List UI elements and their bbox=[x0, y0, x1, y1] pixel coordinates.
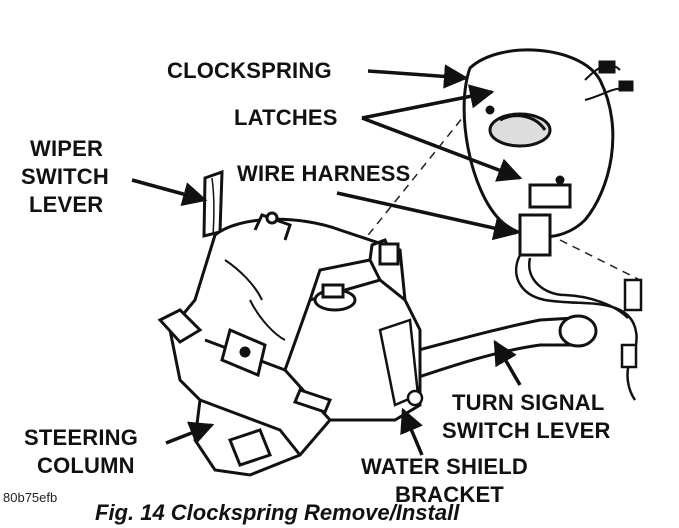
label-turn-signal-line1: TURN SIGNAL bbox=[452, 390, 605, 415]
arrow-wiper bbox=[131, 178, 208, 206]
label-latches: LATCHES bbox=[234, 105, 338, 130]
arrow-wire-harness bbox=[336, 191, 519, 241]
wiper-lever-part bbox=[202, 169, 224, 238]
label-clockspring: CLOCKSPRING bbox=[167, 58, 332, 83]
label-water-shield-line2: BRACKET bbox=[395, 482, 504, 507]
arrow-turn-signal bbox=[493, 339, 522, 386]
label-wiper-line2: SWITCH bbox=[21, 164, 109, 189]
wire-harness-part bbox=[514, 254, 643, 401]
label-wiper-line3: LEVER bbox=[29, 192, 104, 217]
arrow-latches-upper bbox=[361, 84, 495, 120]
arrow-clockspring bbox=[367, 64, 469, 89]
label-steering-line1: STEERING bbox=[24, 425, 139, 450]
label-steering-line2: COLUMN bbox=[37, 453, 135, 478]
label-wiper-line1: WIPER bbox=[30, 136, 104, 161]
figure-code: 80b75efb bbox=[3, 490, 58, 505]
steering-column-part bbox=[157, 211, 422, 477]
figure-caption: Fig. 14 Clockspring Remove/Install bbox=[95, 500, 460, 525]
water-shield-bracket-part bbox=[378, 318, 424, 407]
label-wire-harness: WIRE HARNESS bbox=[237, 161, 411, 186]
arrow-latches-lower bbox=[361, 116, 523, 182]
turn-signal-lever-part bbox=[377, 314, 598, 387]
clockspring-part bbox=[462, 48, 634, 257]
label-turn-signal-line2: SWITCH LEVER bbox=[442, 418, 611, 443]
arrow-steering-column bbox=[165, 421, 215, 445]
arrow-water-shield bbox=[400, 407, 424, 456]
leader-arrows bbox=[131, 64, 523, 456]
label-water-shield-line1: WATER SHIELD bbox=[361, 454, 528, 479]
